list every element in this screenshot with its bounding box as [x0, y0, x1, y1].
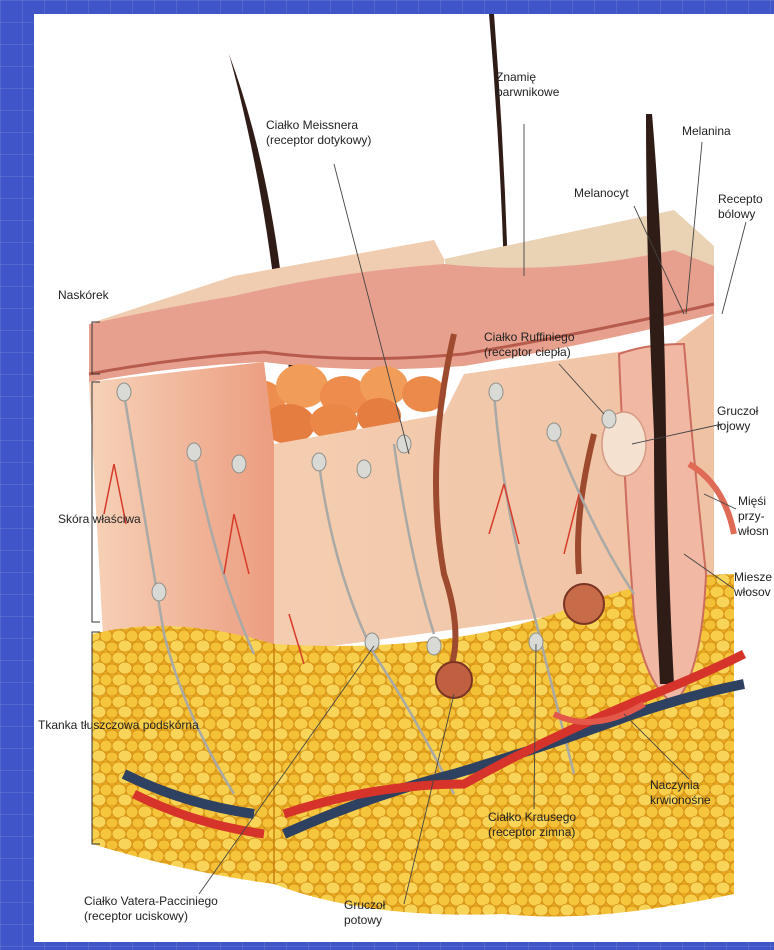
label-gruczol-potowy: Gruczoł potowy: [344, 898, 385, 928]
label-melanocyt: Melanocyt: [574, 186, 629, 201]
label-naskorek: Naskórek: [58, 288, 109, 303]
label-skora-wlasciwa: Skóra właściwa: [58, 512, 141, 527]
sweat-gland: [436, 662, 472, 698]
dermis-side: [89, 362, 274, 654]
label-cialko-krausego: Ciałko Krausego (receptor zimna): [488, 810, 576, 840]
label-znamie-barwnikowe: Znamię barwnikowe: [496, 70, 559, 100]
label-cialko-vatera-pacciniego: Ciałko Vatera-Pacciniego (receptor ucisk…: [84, 894, 218, 924]
label-mieszek-wlosowy: Miesze włosov: [734, 570, 772, 600]
label-melanina: Melanina: [682, 124, 731, 139]
hair-middle: [489, 14, 508, 272]
label-naczynia-krwionosne: Naczynia krwionośne: [650, 778, 711, 808]
label-receptor-bolowy: Recepto bólowy: [718, 192, 763, 222]
label-miesien-przywlosny: Mięśi przy- włosn: [738, 494, 769, 539]
label-gruczol-lojowy: Gruczoł łojowy: [717, 404, 758, 434]
label-cialko-meissnera: Ciałko Meissnera (receptor dotykowy): [266, 118, 371, 148]
diagram-panel: Naskórek Skóra właściwa Tkanka tłuszczow…: [34, 14, 774, 942]
label-cialko-ruffiniego: Ciałko Ruffiniego (receptor ciepła): [484, 330, 575, 360]
label-tkanka-tluszczowa: Tkanka tłuszczowa podskórna: [38, 718, 199, 733]
